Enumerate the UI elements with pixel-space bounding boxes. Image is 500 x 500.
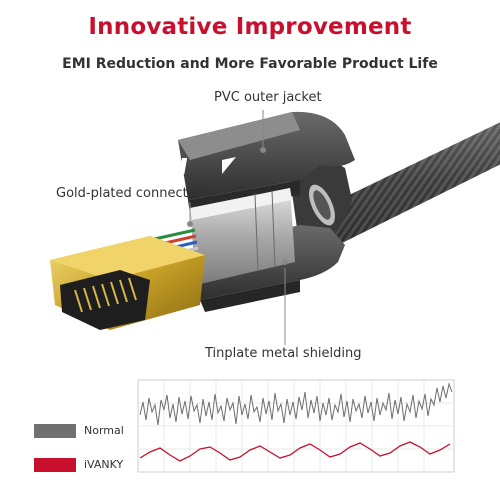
callout-pvc-outer-jacket: PVC outer jacket [214, 90, 322, 105]
normal-signal-line [139, 382, 453, 426]
tinplate-metal-shield [190, 188, 295, 285]
callout-leaders [187, 110, 288, 345]
signal-comparison-grid [137, 379, 455, 473]
brand-logo-icon [179, 157, 236, 174]
gold-plated-connector [50, 236, 205, 330]
legend-label-normal: Normal [84, 424, 124, 437]
page-title: Innovative Improvement [88, 14, 412, 40]
legend-swatch-normal [34, 424, 76, 438]
page-subtitle: EMI Reduction and More Favorable Product… [62, 56, 438, 72]
callout-tinplate-metal-shielding: Tinplate metal shielding [205, 346, 362, 361]
callout-gold-plated-connectors: Gold-plated connectors [56, 186, 208, 201]
braided-cable [318, 122, 500, 245]
ivanky-signal-line [139, 441, 451, 462]
connector-pins [74, 277, 137, 313]
legend-label-ivanky: iVANKY [84, 458, 124, 471]
legend-swatch-ivanky [34, 458, 76, 472]
